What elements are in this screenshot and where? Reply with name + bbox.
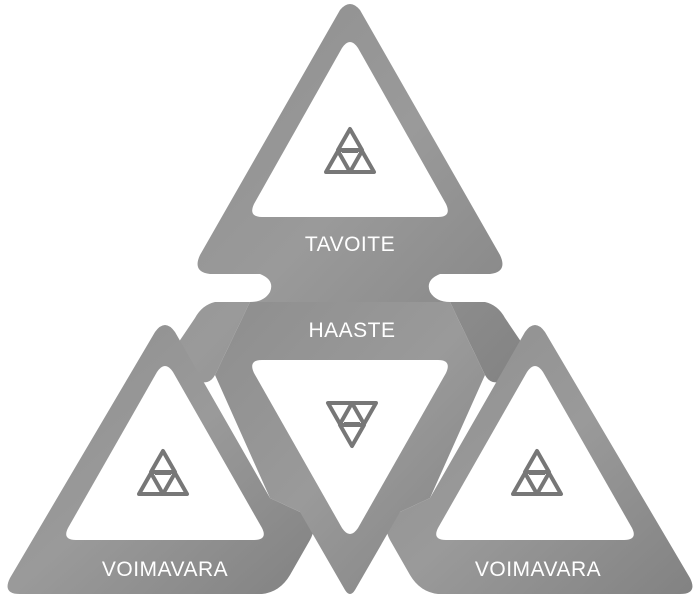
label-tavoite: TAVOITE bbox=[305, 233, 395, 256]
label-haaste: HAASTE bbox=[308, 319, 395, 342]
label-voimavara-right: VOIMAVARA bbox=[475, 558, 601, 581]
label-voimavara-left: VOIMAVARA bbox=[102, 558, 228, 581]
middle-panel bbox=[252, 360, 448, 534]
